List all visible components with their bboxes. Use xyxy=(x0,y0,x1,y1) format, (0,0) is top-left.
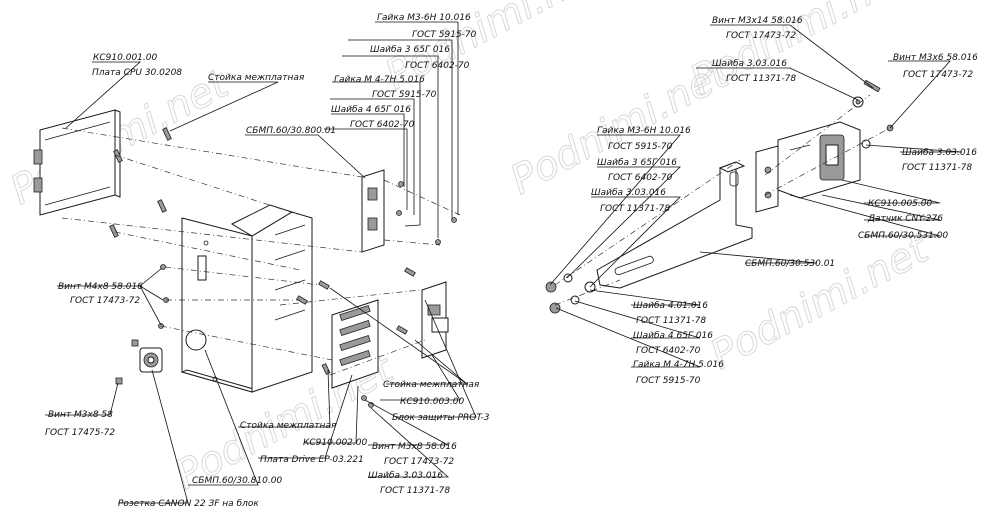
label-gost: ГОСТ 6402-70 xyxy=(350,120,415,130)
protection-board xyxy=(421,281,449,359)
label-shayba: Шайба 4 65Г 016 xyxy=(633,331,713,341)
label-gost: ГОСТ 5915-70 xyxy=(372,90,437,100)
label-stoyka: Стойка межплатная xyxy=(208,73,305,83)
label-gost: ГОСТ 11371-78 xyxy=(380,486,450,496)
label-stoyka: Стойка межплатная xyxy=(240,421,337,431)
label-ks910-003: КС910.003.00 xyxy=(400,397,464,407)
label-gost: ГОСТ 11371-78 xyxy=(636,316,706,326)
label-gost: ГОСТ 17473-72 xyxy=(726,31,796,41)
connector-bracket xyxy=(361,169,385,253)
label-ks910-005: КС910.005.00 xyxy=(868,199,932,209)
label-shayba: Шайба 3 65Г 016 xyxy=(370,45,450,55)
label-gost: ГОСТ 11371-78 xyxy=(902,163,972,173)
label-gost: ГОСТ 17473-72 xyxy=(903,70,973,80)
label-vint-m3x6: Винт М3х6 58.016 xyxy=(893,53,978,63)
label-gayka-m4: Гайка М 4-7Н 5.016 xyxy=(633,360,724,370)
label-vint-m4: Винт М4х8 58.016 xyxy=(58,282,143,292)
label-gost: ГОСТ 6402-70 xyxy=(636,346,701,356)
label-gost: ГОСТ 5915-70 xyxy=(608,142,673,152)
label-sbmp-810: СБМП.60/30.810.00 xyxy=(192,476,282,486)
label-ks910-001: КС910.001.00 xyxy=(93,53,157,63)
label-gayka-m3: Гайка М3-6Н 10.016 xyxy=(597,126,691,136)
label-vint-m3x8: Винт М3х8 58.016 xyxy=(372,442,457,452)
label-shayba-303: Шайба 3.03.016 xyxy=(712,59,787,69)
label-plata-drive: Плата Drive EP-03.221 xyxy=(260,455,364,465)
label-datchik: Датчик CNY-276 xyxy=(867,214,943,224)
label-gayka-m4: Гайка М 4-7Н 5.016 xyxy=(334,75,425,85)
label-gayka-m3: Гайка М3-6Н 10.016 xyxy=(377,13,471,23)
label-gost: ГОСТ 5915-70 xyxy=(636,376,701,386)
label-gost: ГОСТ 17473-72 xyxy=(384,457,454,467)
label-rozetka: Розетка CANON 22 ЗF на блок xyxy=(118,499,259,509)
label-plata-cpu: Плата CPU 30.0208 xyxy=(92,68,182,78)
canon-connector xyxy=(115,339,163,385)
label-gost: ГОСТ 6402-70 xyxy=(608,173,673,183)
label-gost: ГОСТ 11371-78 xyxy=(600,204,670,214)
label-shayba: Шайба 3 65Г 016 xyxy=(597,158,677,168)
watermark: Podnimi.net xyxy=(703,225,937,378)
label-shayba-401: Шайба 4.01.016 xyxy=(633,301,708,311)
label-shayba-303: Шайба 3.03.016 xyxy=(591,188,666,198)
label-gost: ГОСТ 6402-70 xyxy=(405,61,470,71)
label-gost: ГОСТ 17475-72 xyxy=(45,428,115,438)
label-vint-m3x14: Винт М3х14 58.016 xyxy=(712,16,803,26)
sensor-plate xyxy=(755,145,779,213)
label-shayba-303: Шайба 3.03.016 xyxy=(368,471,443,481)
sensor-cny276 xyxy=(777,121,861,199)
part-labels: Гайка М3-6Н 10.016 ГОСТ 5915-70 Шайба 3 … xyxy=(45,13,978,509)
leader-lines xyxy=(45,21,963,504)
label-gost: ГОСТ 17473-72 xyxy=(70,296,140,306)
fasteners-right xyxy=(545,79,894,314)
assembly-lines-right xyxy=(554,94,891,306)
label-gost: ГОСТ 5915-70 xyxy=(412,30,477,40)
label-stoyka: Стойка межплатная xyxy=(383,380,480,390)
l-bracket xyxy=(596,161,753,289)
label-vint-m3x8: Винт М3х8 58 xyxy=(48,410,113,420)
assembly-lines-left xyxy=(61,127,461,376)
label-gost: ГОСТ 11371-78 xyxy=(726,74,796,84)
label-sbmp-530: СБМП.60/30.530.01 xyxy=(745,259,835,269)
front-panel xyxy=(180,217,259,393)
drive-board xyxy=(331,299,379,389)
label-sbmp-800: СБМП.60/30.800.01 xyxy=(246,126,336,136)
label-blok-zashity: Блок защиты PROT-3 xyxy=(392,413,490,423)
label-shayba-303: Шайба 3.03.016 xyxy=(902,148,977,158)
label-sbmp-531: СБМП.60/30.531.00 xyxy=(858,231,948,241)
label-ks910-002: КС910.002.00 xyxy=(303,438,367,448)
label-shayba: Шайба 4 65Г 016 xyxy=(331,105,411,115)
cpu-board xyxy=(33,109,121,216)
